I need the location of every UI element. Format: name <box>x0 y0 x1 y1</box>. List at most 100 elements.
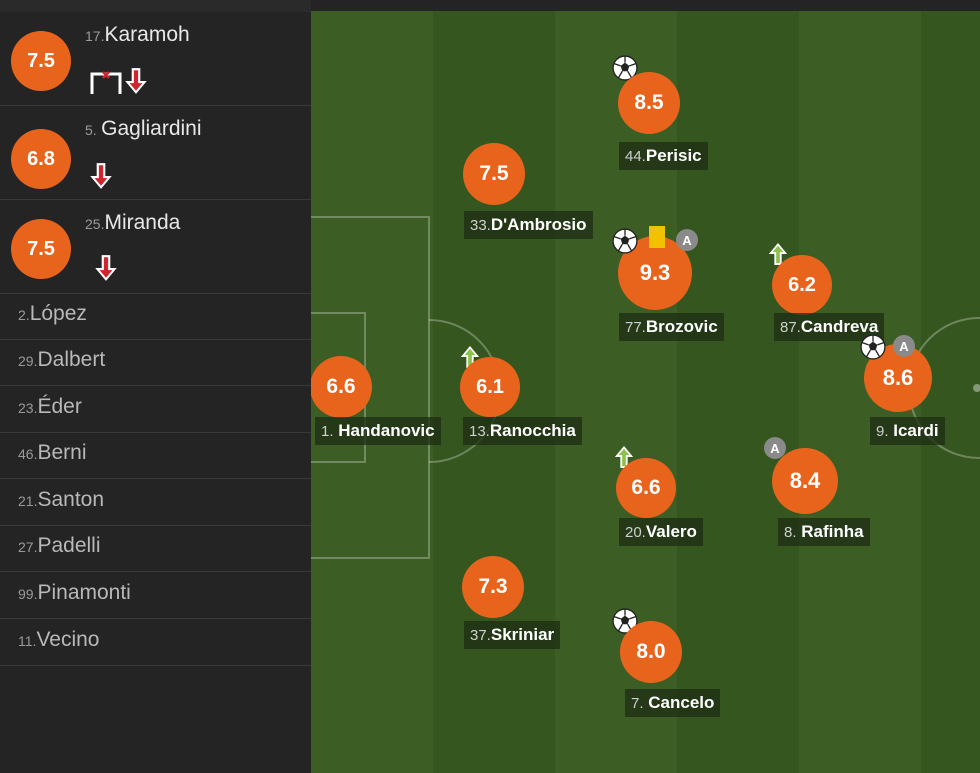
goal-post-icon <box>90 71 122 94</box>
player-name: Rafinha <box>801 522 864 541</box>
rating-badge: 8.0 <box>620 621 682 683</box>
player-name: Éder <box>37 395 82 418</box>
ball-icon <box>612 228 638 254</box>
player-nametag: 9. Icardi <box>870 417 945 445</box>
arrow-down-icon <box>93 254 119 282</box>
rating-badge: 6.6 <box>311 356 372 418</box>
player-label: 21.Santon <box>18 488 104 512</box>
player-label: 27.Padelli <box>18 534 101 558</box>
rating-badge: 8.4 <box>772 448 838 514</box>
bench-row-berni[interactable]: 46.Berni <box>0 433 311 479</box>
player-number: 21. <box>18 493 38 509</box>
player-nametag: 87.Candreva <box>774 313 885 341</box>
player-number: 7. <box>631 695 644 712</box>
player-label: 11.Vecino <box>18 628 100 652</box>
player-name: Perisic <box>645 146 702 165</box>
player-number: 29. <box>18 353 38 369</box>
player-name: Valero <box>645 522 697 541</box>
player-label: 2.López <box>18 302 87 326</box>
player-name: Padelli <box>37 534 101 557</box>
player-nametag: 37.Skriniar <box>464 621 561 649</box>
player-name: Handanovic <box>338 421 435 440</box>
player-name: Pinamonti <box>37 581 131 604</box>
bench-row-santon[interactable]: 21.Santon <box>0 480 311 526</box>
player-number: 27. <box>18 539 38 555</box>
player-number: 77. <box>625 319 646 336</box>
player-label: 17.Karamoh <box>85 23 190 47</box>
sub-row-karamoh[interactable]: 7.5 17.Karamoh <box>0 12 311 106</box>
player-number: 17. <box>85 28 105 44</box>
player-label: 5. Gagliardini <box>85 117 202 141</box>
player-number: 13. <box>469 423 490 440</box>
bench-row-padelli[interactable]: 27.Padelli <box>0 526 311 572</box>
player-number: 37. <box>470 627 491 644</box>
player-number: 5. <box>85 122 97 138</box>
bench-row-eder[interactable]: 23.Éder <box>0 387 311 433</box>
player-number: 46. <box>18 446 38 462</box>
player-number: 20. <box>625 524 646 541</box>
yellow-card-icon <box>649 226 665 248</box>
player-nametag: 20.Valero <box>619 518 703 546</box>
arrow-down-icon <box>123 67 149 95</box>
rating-badge: 6.2 <box>772 255 832 315</box>
rating-badge: 8.5 <box>618 72 680 134</box>
bench-row-lopez[interactable]: 2.López <box>0 294 311 340</box>
player-nametag: 7. Cancelo <box>625 689 721 717</box>
ball-icon <box>860 334 886 360</box>
player-name: Brozovic <box>645 317 718 336</box>
rating-badge: 7.5 <box>11 219 71 279</box>
rating-badge: 6.6 <box>616 458 676 518</box>
player-name: Icardi <box>893 421 939 440</box>
player-number: 8. <box>784 524 797 541</box>
player-number: 23. <box>18 400 38 416</box>
player-label: 25.Miranda <box>85 211 180 235</box>
panel-top-strip <box>0 0 311 12</box>
player-nametag: 77.Brozovic <box>619 313 724 341</box>
arrow-down-icon <box>88 162 114 190</box>
bench-row-dalbert[interactable]: 29.Dalbert <box>0 340 311 386</box>
player-number: 99. <box>18 586 38 602</box>
rating-badge: 6.8 <box>11 129 71 189</box>
player-nametag: 8. Rafinha <box>778 518 870 546</box>
player-label: 99.Pinamonti <box>18 581 131 605</box>
player-number: 44. <box>625 148 646 165</box>
player-number: 11. <box>18 633 37 649</box>
substitutes-panel: 7.5 17.Karamoh 6.8 5. Gagliardini 7.5 25… <box>0 0 311 773</box>
rating-badge: 7.5 <box>463 143 525 205</box>
player-number: 25. <box>85 216 105 232</box>
player-label: 46.Berni <box>18 441 87 465</box>
player-name: Candreva <box>800 317 879 336</box>
player-label: 29.Dalbert <box>18 348 105 372</box>
player-name: Berni <box>37 441 87 464</box>
player-number: 1. <box>321 423 334 440</box>
rating-badge: 6.1 <box>460 357 520 417</box>
player-nametag: 33.D'Ambrosio <box>464 211 593 239</box>
player-name: Santon <box>37 488 105 511</box>
assist-icon: A <box>764 437 786 459</box>
player-name: Gagliardini <box>101 117 202 140</box>
player-name: Dalbert <box>37 348 106 371</box>
pitch: 6.6 1. Handanovic 6.1 13.Ranocchia 7.5 3… <box>311 0 980 773</box>
player-number: 33. <box>470 217 491 234</box>
bench-row-vecino[interactable]: 11.Vecino <box>0 620 311 666</box>
player-name: Ranocchia <box>489 421 576 440</box>
rating-badge: 7.5 <box>11 31 71 91</box>
player-name: Karamoh <box>104 23 190 46</box>
player-name: Vecino <box>36 628 100 651</box>
player-number: 9. <box>876 423 889 440</box>
player-label: 23.Éder <box>18 395 82 419</box>
player-name: Cancelo <box>648 693 715 712</box>
player-number: 87. <box>780 319 801 336</box>
assist-icon: A <box>676 229 698 251</box>
bench-row-pinamonti[interactable]: 99.Pinamonti <box>0 573 311 619</box>
rating-badge: 7.3 <box>462 556 524 618</box>
sub-row-gagliardini[interactable]: 6.8 5. Gagliardini <box>0 106 311 200</box>
player-number: 2. <box>18 307 30 323</box>
assist-icon: A <box>893 335 915 357</box>
player-name: Skriniar <box>490 625 555 644</box>
player-nametag: 1. Handanovic <box>315 417 441 445</box>
sub-row-miranda[interactable]: 7.5 25.Miranda <box>0 200 311 294</box>
player-name: Miranda <box>104 211 181 234</box>
player-name: D'Ambrosio <box>490 215 587 234</box>
player-name: López <box>29 302 87 325</box>
